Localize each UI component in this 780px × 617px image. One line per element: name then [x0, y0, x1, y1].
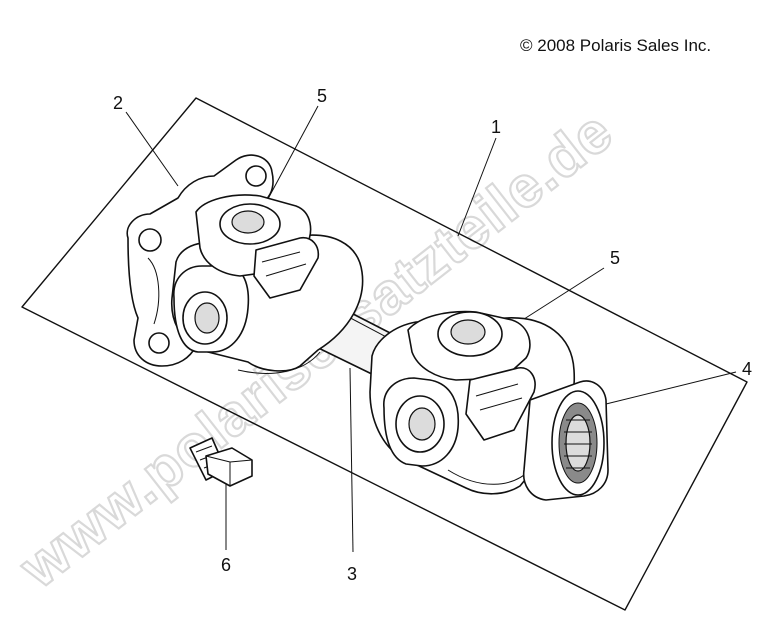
callout-1: 1: [491, 117, 502, 137]
leader-2: [125, 111, 179, 187]
assembly-outline: [21, 97, 748, 611]
callout-5-lower: 5: [610, 248, 621, 268]
leader-3: [349, 367, 354, 553]
leader-5b: [509, 267, 605, 329]
callout-4: 4: [742, 359, 753, 379]
callout-5-upper: 5: [317, 86, 328, 106]
callout-3: 3: [347, 564, 358, 584]
leader-4: [605, 371, 737, 405]
bolt-hole: [138, 228, 162, 252]
u-joint-right: [369, 310, 576, 495]
u-joint-left: [170, 194, 364, 374]
copyright-notice: © 2008 Polaris Sales Inc.: [520, 36, 712, 55]
bolt-hole: [245, 165, 267, 187]
splined-sleeve: [522, 380, 609, 501]
leader-1: [457, 137, 497, 237]
callout-6: 6: [221, 555, 232, 575]
bolt: [189, 437, 253, 487]
bolt-hole: [148, 332, 170, 354]
callout-2: 2: [113, 93, 124, 113]
